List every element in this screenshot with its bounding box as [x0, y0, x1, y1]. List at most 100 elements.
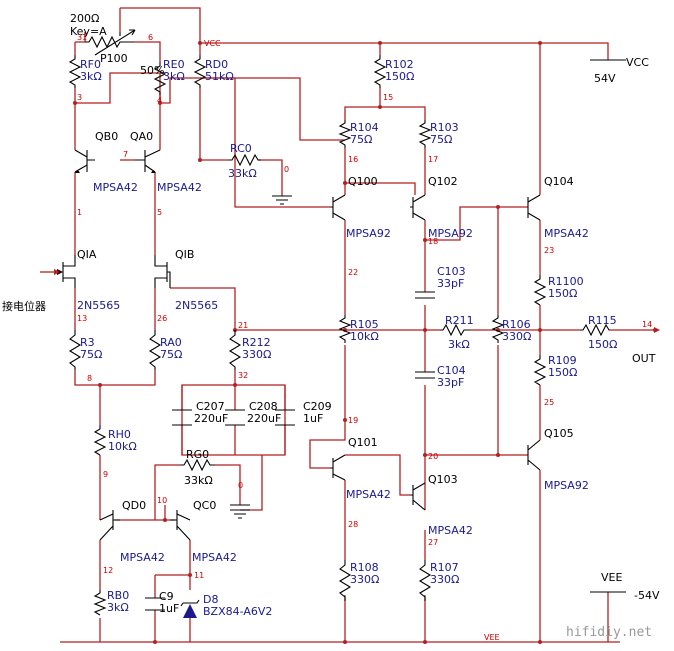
r3-name: R3 [80, 336, 95, 349]
rc0-value: 33kΩ [228, 167, 257, 180]
node-0-bottom: 0 [238, 481, 243, 490]
node-19: 19 [348, 416, 358, 425]
node-5: 5 [157, 208, 162, 217]
r107-name: R107 [430, 561, 459, 574]
resistor-r103 [418, 120, 432, 148]
capacitor-c103 [415, 291, 435, 299]
qd0-part: MPSA42 [120, 551, 165, 564]
node-20: 20 [428, 452, 438, 461]
r103-value: 75Ω [430, 133, 452, 146]
qc0-label: QC0 [193, 499, 216, 512]
capacitor-c209 [275, 385, 295, 455]
transistor-q105 [527, 439, 541, 471]
resistor-r1100 [533, 275, 547, 306]
r108-value: 330Ω [350, 573, 379, 586]
qb0-label: QB0 [95, 130, 118, 143]
c208-value: 220uF [247, 412, 281, 425]
node-27: 27 [428, 538, 438, 547]
node-numbers: 31 6 3 4 15 7 16 17 0 1 5 18 23 22 13 26… [77, 33, 652, 580]
output-arrowhead [654, 327, 660, 333]
capacitor-c9 [145, 575, 165, 618]
c208-name: C208 [249, 400, 278, 413]
resistor-r104 [338, 120, 352, 148]
node-15: 15 [383, 93, 393, 102]
q102-label: Q102 [428, 175, 458, 188]
q101-part: MPSA42 [346, 488, 391, 501]
transistor-q104 [527, 194, 541, 221]
qd0-label: QD0 [122, 499, 146, 512]
transistor-q100 [330, 194, 346, 221]
capacitors [145, 291, 435, 618]
r104-value: 75Ω [350, 133, 372, 146]
qa0-label: QA0 [130, 130, 153, 143]
node-12: 12 [103, 566, 113, 575]
resistor-r106 [491, 315, 505, 343]
c209-value: 1uF [303, 412, 323, 425]
node-4: 4 [157, 96, 162, 105]
resistor-r102 [373, 55, 387, 88]
rf0-name: RF0 [80, 58, 101, 71]
transistor-qd0 [99, 510, 120, 541]
r1100-value: 150Ω [548, 287, 577, 300]
node-13: 13 [77, 314, 87, 323]
r107-value: 330Ω [430, 573, 459, 586]
transistor-qa0 [135, 149, 161, 173]
node-28: 28 [348, 520, 358, 529]
resistor-rd0 [193, 55, 207, 88]
node-21: 21 [238, 321, 248, 330]
node-23: 23 [544, 246, 554, 255]
capacitor-c208 [225, 385, 245, 455]
node-14: 14 [642, 320, 652, 329]
q103-label: Q103 [428, 473, 458, 486]
resistor-r115 [580, 323, 610, 337]
transistor-q102 [410, 194, 426, 221]
q100-label: Q100 [348, 175, 378, 188]
transistor-qia [57, 255, 76, 288]
resistor-rc0 [228, 153, 261, 167]
resistor-r107 [418, 560, 432, 601]
vcc-voltage: 54V [594, 72, 616, 85]
r103-name: R103 [430, 121, 459, 134]
q102-part: MPSA92 [428, 227, 473, 240]
vcc-label: VCC [626, 56, 649, 69]
capacitor-c104 [415, 371, 435, 379]
rb0-name: RB0 [107, 589, 129, 602]
qia-part: 2N5565 [77, 299, 120, 312]
node-9: 9 [103, 470, 108, 479]
node-22: 22 [348, 268, 358, 277]
rf0-value: 3kΩ [80, 70, 102, 83]
c207-name: C207 [196, 400, 225, 413]
c9-name: C9 [159, 590, 174, 603]
transistor-q103 [410, 482, 426, 511]
r104-name: R104 [350, 121, 379, 134]
node-31: 31 [77, 33, 87, 42]
node-18: 18 [428, 237, 438, 246]
node-32: 32 [238, 371, 248, 380]
watermark: hifidiy.net [566, 625, 652, 640]
re0-percent: 50% [140, 64, 164, 77]
p100-key: Key=A [70, 25, 107, 38]
potentiometer-p100 [85, 35, 134, 49]
resistor-rb0 [93, 590, 107, 616]
input-arrowhead [54, 269, 60, 275]
transistor-q101 [330, 454, 346, 481]
resistor-re0 [153, 62, 167, 95]
rb0-value: 3kΩ [107, 601, 129, 614]
r3-value: 75Ω [80, 348, 102, 361]
qia-label: QIA [77, 248, 97, 261]
r102-name: R102 [385, 58, 414, 71]
ground-symbols [230, 59, 626, 593]
r106-value: 330Ω [502, 330, 531, 343]
output-label: OUT [632, 352, 656, 365]
node-0-top: 0 [284, 165, 289, 174]
junction-dots [73, 41, 657, 644]
resistor-r3 [68, 330, 82, 370]
rc0-name: RC0 [230, 142, 252, 155]
r211-value: 3kΩ [448, 338, 470, 351]
r105-name: R105 [350, 318, 379, 331]
node-16: 16 [348, 155, 358, 164]
r212-value: 330Ω [242, 348, 271, 361]
resistor-rh0 [93, 425, 107, 456]
r109-name: R109 [548, 354, 577, 367]
